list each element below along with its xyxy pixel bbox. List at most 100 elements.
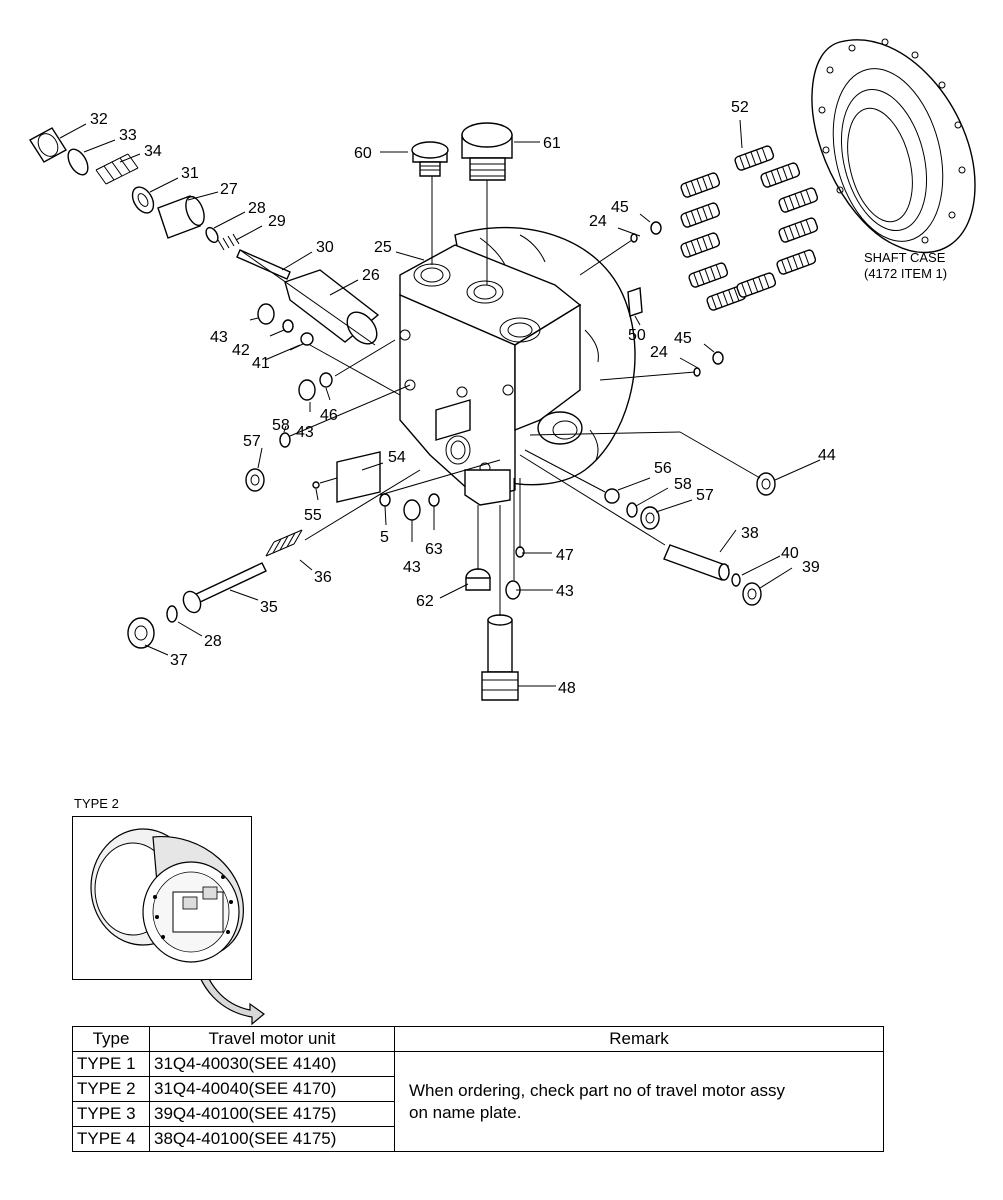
row-type: TYPE 4 xyxy=(72,1126,150,1152)
callout-52: 52 xyxy=(731,99,749,116)
remark-line2: on name plate. xyxy=(409,1102,522,1122)
callout-60: 60 xyxy=(354,145,372,162)
poppet-27 xyxy=(157,195,205,239)
callout-62: 62 xyxy=(416,593,434,610)
springs-52 xyxy=(680,145,819,311)
callout-24-lower: 24 xyxy=(650,344,668,361)
callout-26: 26 xyxy=(362,267,380,284)
row-type: TYPE 3 xyxy=(72,1101,150,1127)
type2-motor-illustration xyxy=(90,828,244,963)
callout-48: 48 xyxy=(558,680,576,697)
row-unit: 31Q4-40040(SEE 4170) xyxy=(149,1076,395,1102)
plug-43a xyxy=(257,303,275,325)
table-header-row: Type Travel motor unit Remark xyxy=(72,1026,884,1052)
callout-43-mid: 43 xyxy=(296,424,314,441)
row-unit: 38Q4-40100(SEE 4175) xyxy=(149,1126,395,1152)
callout-27: 27 xyxy=(220,181,238,198)
callout-46: 46 xyxy=(320,407,338,424)
washer-31 xyxy=(131,186,155,214)
o-ring-5 xyxy=(379,493,391,507)
spool-26 xyxy=(284,269,380,345)
callout-56: 56 xyxy=(654,460,672,477)
callout-58: 58 xyxy=(272,417,290,434)
callout-61: 61 xyxy=(543,135,561,152)
callout-50: 50 xyxy=(628,327,646,344)
type2-caption: TYPE 2 xyxy=(74,796,119,811)
callout-44: 44 xyxy=(818,447,836,464)
callout-38: 38 xyxy=(741,525,759,542)
shaft-case-label-line1: SHAFT CASE xyxy=(864,250,946,265)
plug-37 xyxy=(127,617,155,649)
shaft-case-label-line2: (4172 ITEM 1) xyxy=(864,266,947,281)
pin-55 xyxy=(312,481,320,489)
callout-32: 32 xyxy=(90,111,108,128)
spring-36 xyxy=(265,529,303,557)
table-row: TYPE 3 39Q4-40100(SEE 4175) xyxy=(72,1101,884,1127)
header-remark: Remark xyxy=(394,1026,884,1052)
spool-38 xyxy=(663,544,730,581)
pin-50 xyxy=(627,287,643,317)
callout-42: 42 xyxy=(232,342,250,359)
callout-41: 41 xyxy=(252,355,270,372)
plug-32 xyxy=(29,127,67,163)
plug-61 xyxy=(461,122,513,181)
spool-35 xyxy=(182,562,267,614)
type2-image-box xyxy=(72,816,252,980)
shaft-case xyxy=(811,38,976,254)
callout-43-low: 43 xyxy=(403,559,421,576)
o-ring-28a xyxy=(205,226,219,244)
callout-5: 5 xyxy=(380,529,389,546)
plug-57b xyxy=(640,506,660,530)
callout-28: 28 xyxy=(248,200,266,217)
ball-41 xyxy=(300,332,314,346)
remark-cell: When ordering, check part no of travel m… xyxy=(394,1051,884,1152)
plug-63 xyxy=(428,493,440,507)
callout-28-low: 28 xyxy=(204,633,222,650)
spring-34 xyxy=(95,153,139,185)
callout-37: 37 xyxy=(170,652,188,669)
callout-25: 25 xyxy=(374,239,392,256)
callout-35: 35 xyxy=(260,599,278,616)
plug-42 xyxy=(282,319,294,333)
callout-40: 40 xyxy=(781,545,799,562)
o-ring-58b xyxy=(626,502,638,518)
table-row: TYPE 4 38Q4-40100(SEE 4175) xyxy=(72,1126,884,1152)
callout-47: 47 xyxy=(556,547,574,564)
table-row: TYPE 1 31Q4-40030(SEE 4140) When orderin… xyxy=(72,1051,884,1152)
plug-43b xyxy=(298,379,316,401)
callout-43-right: 43 xyxy=(556,583,574,600)
shaft-case-label: SHAFT CASE (4172 ITEM 1) xyxy=(864,250,947,281)
plate-54 xyxy=(336,451,381,503)
callout-numbers: 32 33 34 31 27 28 29 30 26 25 60 61 24 4… xyxy=(90,99,836,697)
callout-45: 45 xyxy=(611,199,629,216)
pin-24a xyxy=(630,233,638,243)
callout-55: 55 xyxy=(304,507,322,524)
valve-housing xyxy=(399,226,636,506)
remark-line1: When ordering, check part no of travel m… xyxy=(409,1080,786,1100)
callout-57-right: 57 xyxy=(696,487,714,504)
spring-29 xyxy=(217,233,240,251)
callout-36: 36 xyxy=(314,569,332,586)
callout-43: 43 xyxy=(210,329,228,346)
o-ring-40 xyxy=(731,573,741,587)
callout-54: 54 xyxy=(388,449,406,466)
plug-43c xyxy=(403,499,421,521)
plug-57a xyxy=(245,468,265,492)
row-type: TYPE 2 xyxy=(72,1076,150,1102)
sleeve-48 xyxy=(481,614,519,701)
callout-24: 24 xyxy=(589,213,607,230)
callout-45-lower: 45 xyxy=(674,330,692,347)
callout-39: 39 xyxy=(802,559,820,576)
callout-33: 33 xyxy=(119,127,137,144)
row-type: TYPE 1 xyxy=(72,1051,150,1077)
callout-31: 31 xyxy=(181,165,199,182)
callout-34: 34 xyxy=(144,143,162,160)
o-ring-28b xyxy=(166,605,178,623)
plug-44 xyxy=(756,472,776,496)
row-unit: 31Q4-40030(SEE 4140) xyxy=(149,1051,395,1077)
callout-57: 57 xyxy=(243,433,261,450)
rod-30 xyxy=(236,249,291,280)
travel-motor-type-table: Type Travel motor unit Remark TYPE 1 31Q… xyxy=(72,1026,884,1152)
o-ring-58a xyxy=(279,432,291,448)
